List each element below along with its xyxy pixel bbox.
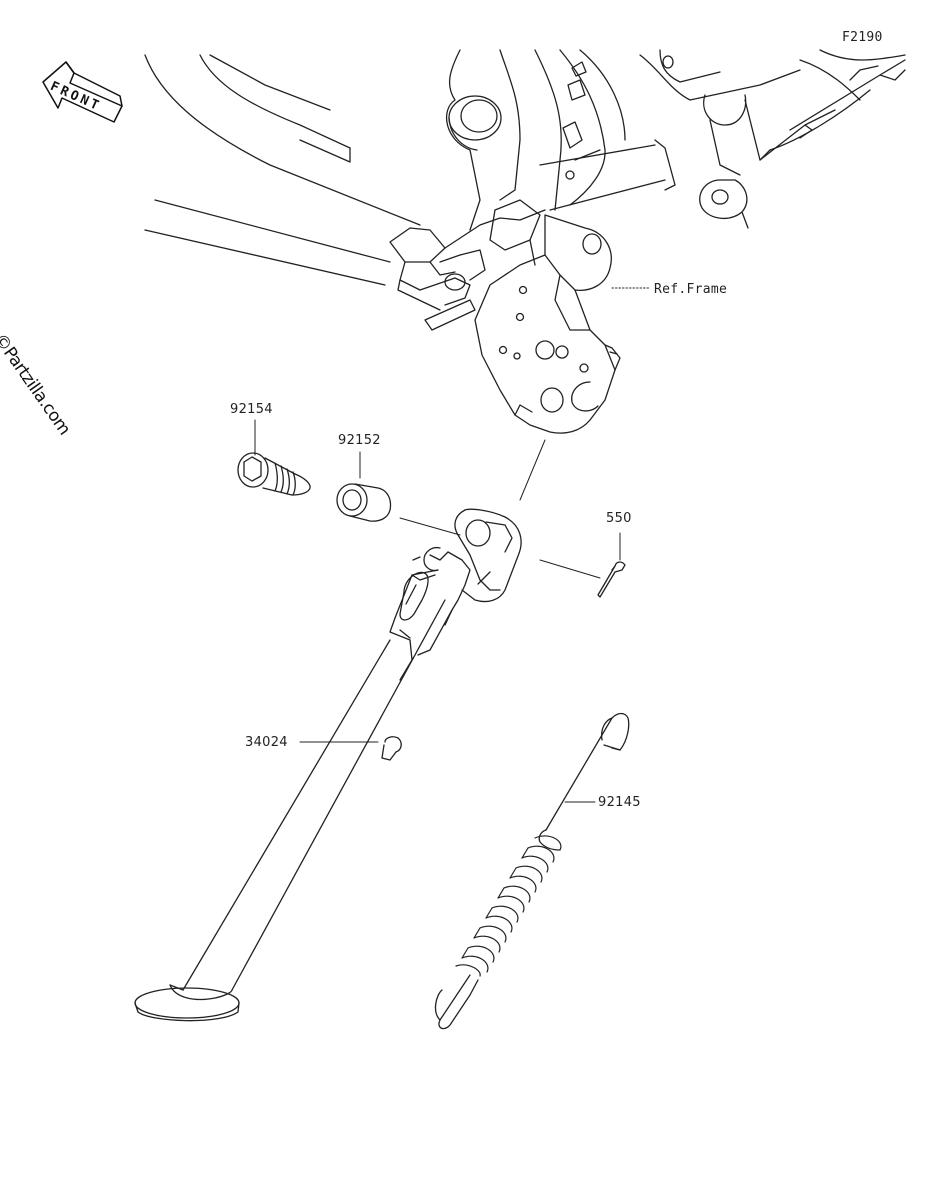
part-number-550[interactable]: 550 xyxy=(606,511,632,526)
bolt-92154 xyxy=(237,419,311,496)
diagram-code: F2190 xyxy=(842,30,883,45)
side-stand-34024 xyxy=(134,439,601,1022)
front-arrow-icon xyxy=(42,61,123,123)
spring-92145 xyxy=(434,712,630,1030)
cotter-pin-550 xyxy=(597,532,626,598)
frame-drawing xyxy=(144,49,906,434)
collar-92152 xyxy=(336,451,461,536)
part-number-92145[interactable]: 92145 xyxy=(598,795,641,810)
part-number-92154[interactable]: 92154 xyxy=(230,402,273,417)
reference-frame-label: Ref.Frame xyxy=(654,282,728,297)
part-number-34024[interactable]: 34024 xyxy=(245,735,288,750)
part-number-92152[interactable]: 92152 xyxy=(338,433,381,448)
